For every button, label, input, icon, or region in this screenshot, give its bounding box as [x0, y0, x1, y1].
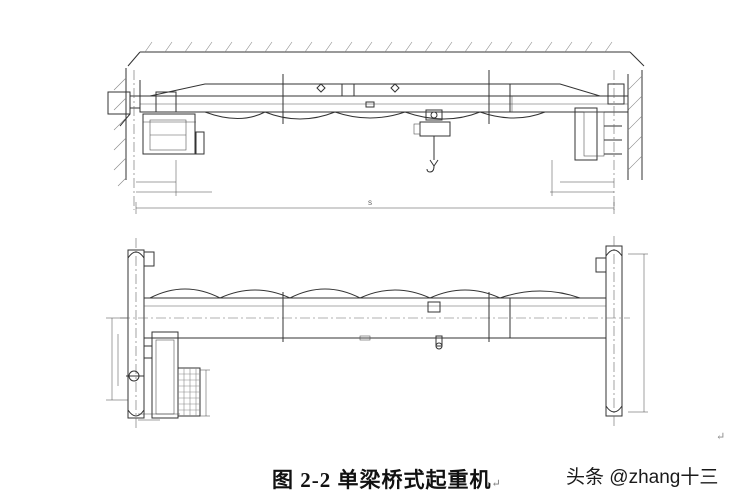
main-girder: [139, 70, 629, 124]
paragraph-mark: ↵: [716, 431, 726, 443]
watermark: 头条 @zhang十三: [566, 467, 719, 488]
caption-text: 图 2-2 单梁桥式起重机: [272, 468, 492, 492]
plan-girder: [120, 288, 630, 350]
right-wall: [627, 70, 643, 180]
right-end-carriage: [574, 70, 625, 210]
cab: [126, 331, 201, 419]
left-end-carriage: [107, 70, 205, 210]
elevation-view: [107, 41, 645, 214]
plan-view: [106, 236, 648, 430]
left-wall: [113, 68, 141, 187]
plan-dimensions: [106, 317, 210, 421]
electric-hoist: [413, 109, 451, 173]
elevation-dimensions: [135, 96, 615, 214]
left-rail: [127, 238, 155, 430]
figure-caption: 图 2-2 单梁桥式起重机↵: [272, 464, 502, 494]
right-rail: [595, 236, 648, 428]
caption-return-mark: ↵: [491, 478, 502, 490]
dimension-label-s: S: [368, 201, 372, 207]
ceiling-hatch: [127, 41, 645, 67]
